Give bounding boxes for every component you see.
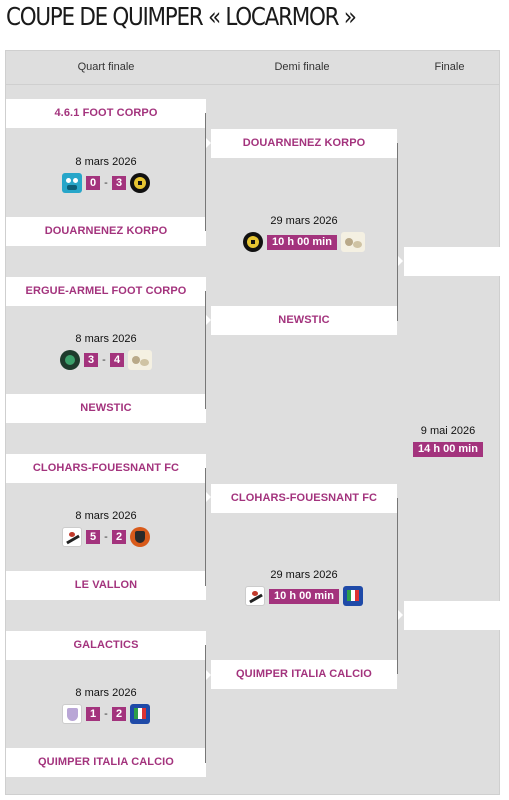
quarter-1-match[interactable]: 8 mars 2026 0 - 3 xyxy=(31,155,181,193)
home-score: 1 xyxy=(86,707,100,721)
final-home-slot xyxy=(404,247,500,276)
semi-1-away-slot: NEWSTIC xyxy=(211,306,397,335)
player-logo-icon xyxy=(245,586,266,606)
semi-2-away-slot: QUIMPER ITALIA CALCIO xyxy=(211,660,397,689)
team-name-link[interactable]: DOUARNENEZ KORPO xyxy=(44,225,168,237)
italia-logo-icon xyxy=(130,704,150,724)
player-logo-icon xyxy=(62,527,82,547)
quarter-2-match[interactable]: 8 mars 2026 3 - 4 xyxy=(31,332,181,370)
team-name-link[interactable]: 4.6.1 FOOT CORPO xyxy=(54,107,158,119)
home-score: 0 xyxy=(86,176,100,190)
green-ball-logo-icon xyxy=(60,350,80,370)
team-name-link[interactable]: NEWSTIC xyxy=(80,402,132,414)
quarter-1-home-slot: 4.6.1 FOOT CORPO xyxy=(6,99,206,128)
italia-logo-icon xyxy=(342,586,363,606)
home-score: 3 xyxy=(84,353,98,367)
bracket-arrow-icon xyxy=(398,610,403,620)
match-time: 10 h 00 min xyxy=(269,588,339,604)
match-date: 9 mai 2026 xyxy=(420,425,476,437)
bracket-header: Quart finale Demi finale Finale xyxy=(6,51,499,85)
mascot-logo-icon xyxy=(128,350,152,370)
score-separator: - xyxy=(102,354,106,366)
away-score: 4 xyxy=(110,353,124,367)
round-label-quarter: Quart finale xyxy=(77,61,135,73)
quarter-2-away-slot: NEWSTIC xyxy=(6,394,206,423)
match-date: 8 mars 2026 xyxy=(75,687,137,699)
team-name-link[interactable]: ERGUE-ARMEL FOOT CORPO xyxy=(25,285,187,297)
connector-line xyxy=(205,468,206,586)
shield-logo-icon xyxy=(62,704,82,724)
quarter-3-away-slot: LE VALLON xyxy=(6,571,206,600)
mascot-logo-icon xyxy=(340,232,365,252)
quarter-2-home-slot: ERGUE-ARMEL FOOT CORPO xyxy=(6,277,206,306)
quarter-4-home-slot: GALACTICS xyxy=(6,631,206,660)
away-score: 2 xyxy=(112,707,126,721)
match-time: 10 h 00 min xyxy=(267,234,337,250)
semi-2-match[interactable]: 29 mars 2026 10 h 00 min xyxy=(229,568,379,606)
quarter-1-away-slot: DOUARNENEZ KORPO xyxy=(6,217,206,246)
soccer-ball-logo-icon xyxy=(243,232,264,252)
quarter-4-match[interactable]: 8 mars 2026 1 - 2 xyxy=(31,686,181,724)
team-name-link[interactable]: CLOHARS-FOUESNANT FC xyxy=(230,492,378,504)
semi-1-match[interactable]: 29 mars 2026 10 h 00 min xyxy=(229,214,379,252)
match-time: 14 h 00 min xyxy=(413,441,483,457)
round-label-semi: Demi finale xyxy=(274,61,330,73)
away-score: 3 xyxy=(112,176,126,190)
match-date: 29 mars 2026 xyxy=(270,569,338,581)
team-name-link[interactable]: CLOHARS-FOUESNANT FC xyxy=(32,462,180,474)
match-date: 8 mars 2026 xyxy=(75,510,137,522)
tournament-bracket: Quart finale Demi finale Finale 4.6.1 FO… xyxy=(5,50,500,795)
connector-line xyxy=(397,498,398,674)
quarter-3-home-slot: CLOHARS-FOUESNANT FC xyxy=(6,454,206,483)
team-name-link[interactable]: QUIMPER ITALIA CALCIO xyxy=(38,756,174,768)
score-separator: - xyxy=(104,708,108,720)
soccer-ball-logo-icon xyxy=(130,173,150,193)
team-name-link[interactable]: QUIMPER ITALIA CALCIO xyxy=(236,668,372,680)
match-date: 29 mars 2026 xyxy=(270,215,338,227)
score-separator: - xyxy=(104,531,108,543)
team-name-link[interactable]: GALACTICS xyxy=(73,639,139,651)
quarter-3-match[interactable]: 8 mars 2026 5 - 2 xyxy=(31,509,181,547)
bracket-arrow-icon xyxy=(206,670,211,680)
owl-logo-icon xyxy=(62,173,82,193)
match-date: 8 mars 2026 xyxy=(75,156,137,168)
final-away-slot xyxy=(404,601,500,630)
connector-line xyxy=(205,113,206,231)
match-date: 8 mars 2026 xyxy=(75,333,137,345)
crest-logo-icon xyxy=(130,527,150,547)
away-score: 2 xyxy=(112,530,126,544)
final-match[interactable]: 9 mai 2026 14 h 00 min xyxy=(373,424,509,459)
quarter-4-away-slot: QUIMPER ITALIA CALCIO xyxy=(6,748,206,777)
bracket-arrow-icon xyxy=(398,256,403,266)
home-score: 5 xyxy=(86,530,100,544)
team-name-link[interactable]: NEWSTIC xyxy=(278,314,330,326)
semi-1-home-slot: DOUARNENEZ KORPO xyxy=(211,129,397,158)
semi-2-home-slot: CLOHARS-FOUESNANT FC xyxy=(211,484,397,513)
connector-line xyxy=(205,291,206,409)
team-name-link[interactable]: LE VALLON xyxy=(74,579,138,591)
connector-line xyxy=(397,143,398,321)
round-label-final: Finale xyxy=(434,61,465,73)
team-name-link[interactable]: DOUARNENEZ KORPO xyxy=(242,137,366,149)
bracket-arrow-icon xyxy=(206,138,211,148)
score-separator: - xyxy=(104,177,108,189)
connector-line xyxy=(205,645,206,763)
bracket-arrow-icon xyxy=(206,315,211,325)
bracket-arrow-icon xyxy=(206,492,211,502)
page-title: COUPE DE QUIMPER « LOCARMOR » xyxy=(6,2,357,31)
